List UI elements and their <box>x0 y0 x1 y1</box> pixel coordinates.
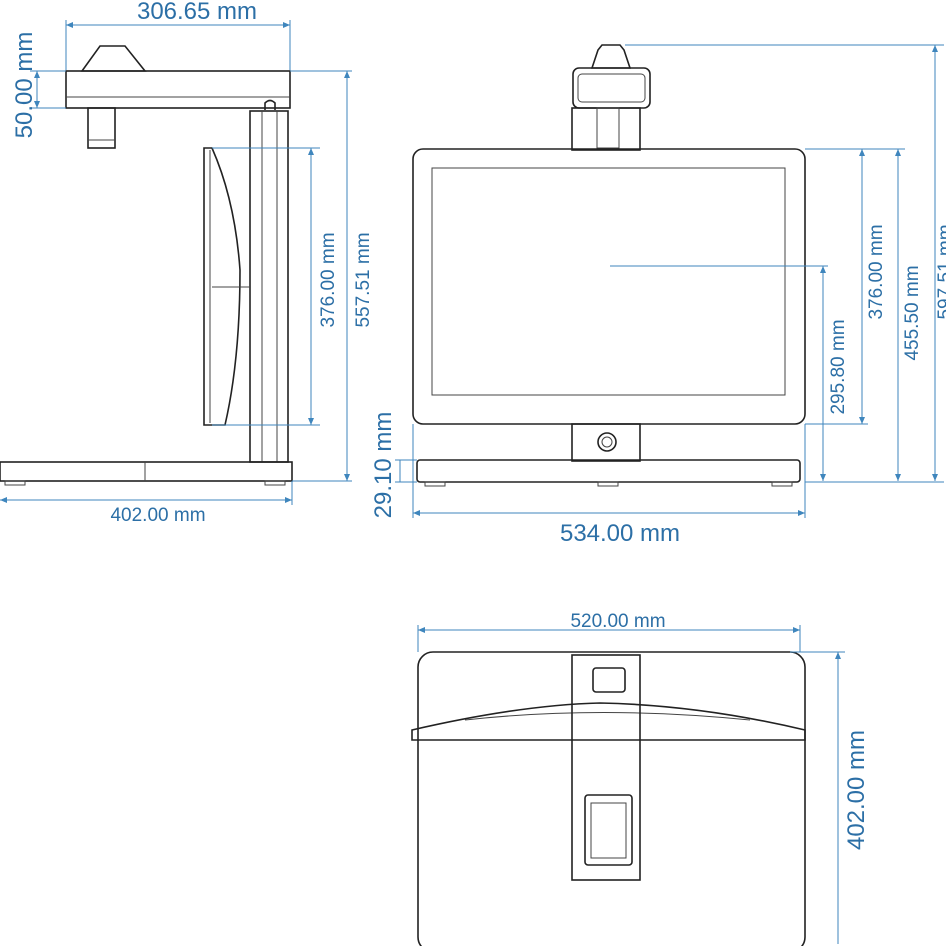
camera-top-inner <box>590 802 627 859</box>
column <box>249 110 289 463</box>
base-depth-label: 402.00 mm <box>110 505 205 526</box>
arm-height-label: 50.00 mm <box>11 32 38 139</box>
base <box>0 461 293 482</box>
camera-neck <box>596 107 620 149</box>
screen-center-height-label: 295.80 mm <box>828 319 849 414</box>
base-height-label: 29.10 mm <box>370 412 397 519</box>
base-foot <box>4 480 26 486</box>
display-side <box>203 147 241 426</box>
base-outline <box>417 651 806 946</box>
arm-width-label: 306.65 mm <box>137 0 257 25</box>
front-base <box>416 459 801 483</box>
base-foot <box>771 481 793 487</box>
display-top-height-label: 455.50 mm <box>902 265 923 360</box>
column-upper <box>571 107 641 151</box>
power-button <box>597 432 617 452</box>
side-view: 306.65 mm 50.00 mm 376.00 mm 557.51 mm 4… <box>0 0 374 526</box>
top-width-label: 520.00 mm <box>570 611 665 632</box>
screen <box>431 167 786 396</box>
camera-lens <box>87 107 116 149</box>
base-foot <box>424 481 446 487</box>
camera-top-view <box>584 794 633 866</box>
power-button-inner <box>601 436 613 448</box>
display-tray <box>411 702 806 741</box>
camera-top <box>590 44 632 69</box>
total-width-label: 534.00 mm <box>560 520 680 547</box>
front-total-height-label: 597.51 mm <box>935 224 946 319</box>
monitor <box>412 148 806 425</box>
top-depth-label: 402.00 mm <box>843 730 870 850</box>
front-display-height-label: 376.00 mm <box>866 224 887 319</box>
base-foot <box>597 481 619 487</box>
front-view: 534.00 mm 29.10 mm 295.80 mm 376.00 mm 4… <box>370 44 946 547</box>
sensor-window <box>592 667 626 693</box>
side-total-height-label: 557.51 mm <box>353 232 374 327</box>
top-view: 520.00 mm 402.00 mm <box>411 611 870 946</box>
camera-head <box>80 45 147 72</box>
side-display-height-label: 376.00 mm <box>318 232 339 327</box>
column-knob <box>264 99 276 110</box>
base-foot <box>264 480 286 486</box>
camera-head-inner <box>577 73 646 103</box>
display-tray-groove <box>464 712 751 721</box>
camera-arm <box>65 70 291 109</box>
column-top <box>571 654 641 881</box>
column-lower <box>571 423 641 462</box>
